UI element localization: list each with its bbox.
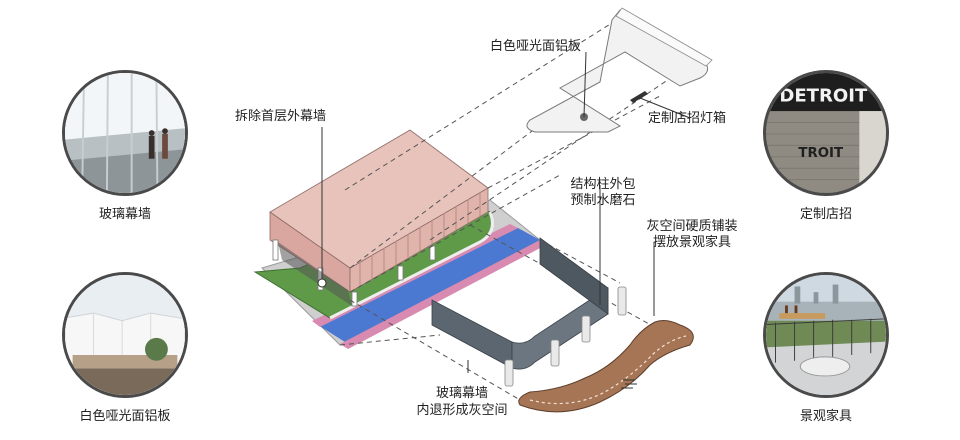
- caption-signage: 定制店招: [799, 207, 852, 222]
- ground-floor-void: [278, 242, 352, 306]
- photo-furniture: [763, 272, 889, 398]
- paving-highlight: [529, 335, 687, 405]
- label-glass-line2: 内退形成灰空间: [416, 403, 508, 418]
- aluminum-panel-top: [615, 7, 713, 67]
- glass-wall-back: [539, 237, 609, 315]
- caption-furniture: 景观家具: [799, 409, 852, 424]
- photo-glass-wall: [62, 70, 188, 196]
- terrazzo-columns: [504, 286, 627, 387]
- caption-glass-wall: 玻璃幕墙: [98, 207, 151, 222]
- label-lightbox: 定制店招灯箱: [648, 111, 727, 126]
- lawn-edge: [329, 211, 494, 320]
- demolish-marker: [317, 278, 327, 288]
- label-glass-line1: 玻璃幕墙: [435, 386, 488, 401]
- sign-main-text: DETROIT: [779, 86, 868, 107]
- photo-aluminum: [62, 272, 188, 398]
- label-grey-line2: 摆放景观家具: [652, 235, 731, 250]
- lightbox: [630, 91, 648, 103]
- bench-icon: [621, 379, 637, 389]
- photo-signage: DETROIT TROIT: [763, 70, 889, 196]
- label-column-line1: 结构柱外包: [570, 177, 636, 192]
- paving: [518, 320, 694, 413]
- caption-aluminum: 白色哑光面铝板: [79, 409, 171, 424]
- label-demolish: 拆除首层外幕墙: [235, 109, 327, 124]
- facade-fins: [359, 192, 481, 286]
- pink-path-2: [340, 240, 544, 349]
- glass-wall: [431, 299, 513, 369]
- label-top-panel: 白色哑光面铝板: [490, 39, 582, 54]
- label-column-line2: 预制水磨石: [570, 193, 636, 208]
- label-grey-line1: 灰空间硬质铺装: [646, 219, 738, 234]
- sign-partial-text: TROIT: [798, 146, 844, 161]
